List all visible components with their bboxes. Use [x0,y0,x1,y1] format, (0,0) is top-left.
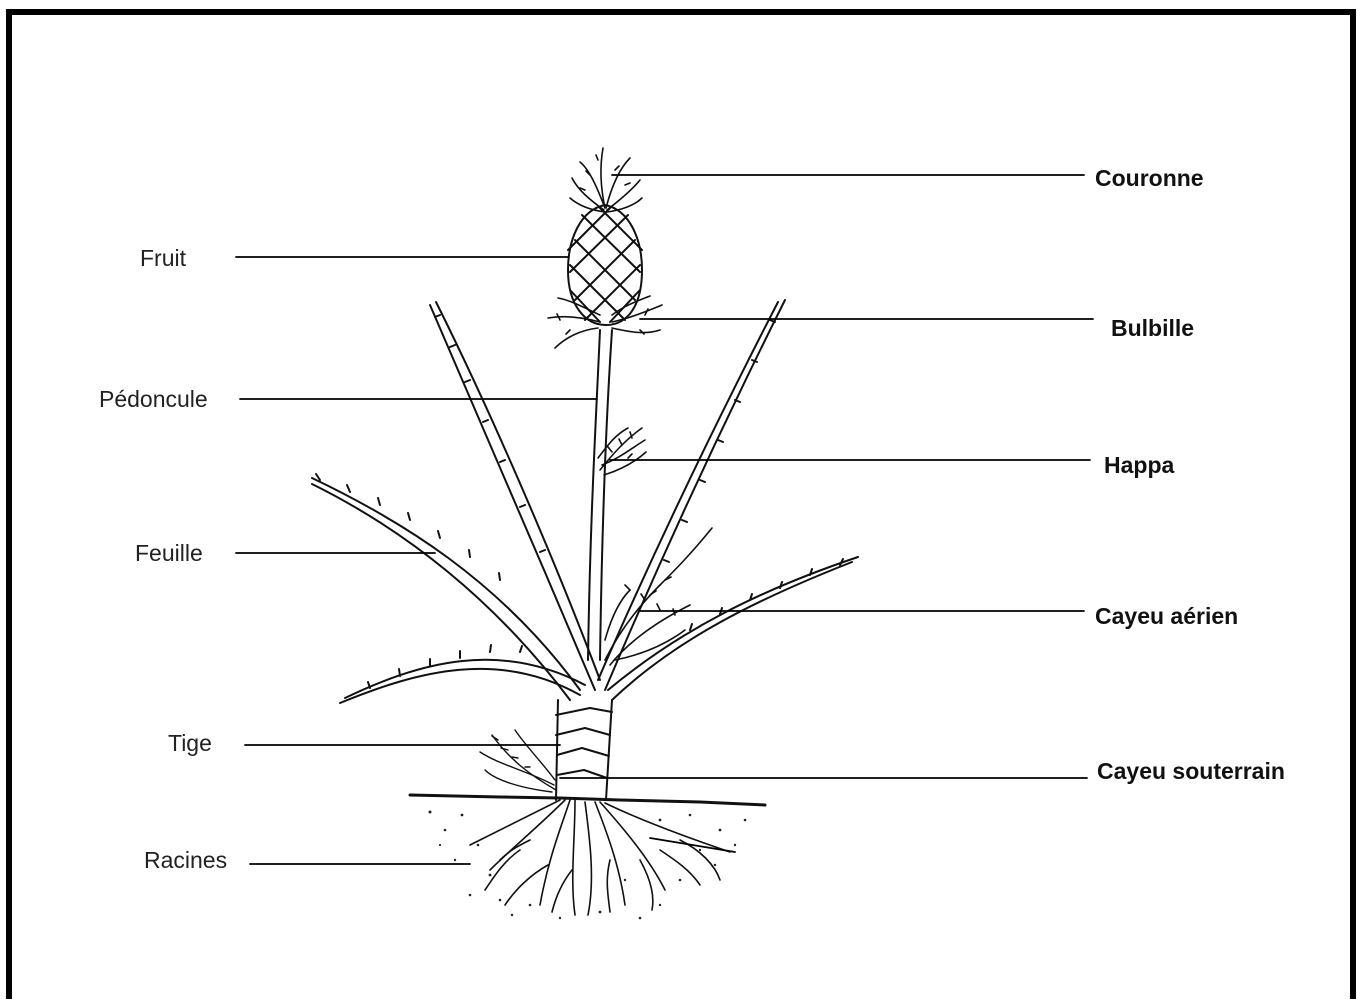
label-fruit: Fruit [140,245,186,271]
aerial-sucker [605,528,712,665]
ground-line [410,795,765,805]
label-racines: Racines [144,847,227,873]
leaves [312,300,858,703]
stem [556,700,612,800]
leader-root-arrow [650,838,735,852]
bulbils [548,296,662,348]
label-happa: Happa [1104,452,1174,478]
label-cayeu-aerien: Cayeu aérien [1095,603,1238,629]
fruit [568,205,642,325]
label-pedoncule: Pédoncule [99,386,208,412]
label-couronne: Couronne [1095,165,1204,191]
roots [470,800,730,915]
peduncle [588,330,612,660]
label-cayeu-souterrain: Cayeu souterrain [1097,758,1285,784]
crown [570,148,642,212]
label-tige: Tige [168,730,212,756]
label-bulbille: Bulbille [1111,315,1194,341]
leader-lines [236,175,1093,864]
label-feuille: Feuille [135,540,203,566]
underground-sucker [480,730,556,792]
